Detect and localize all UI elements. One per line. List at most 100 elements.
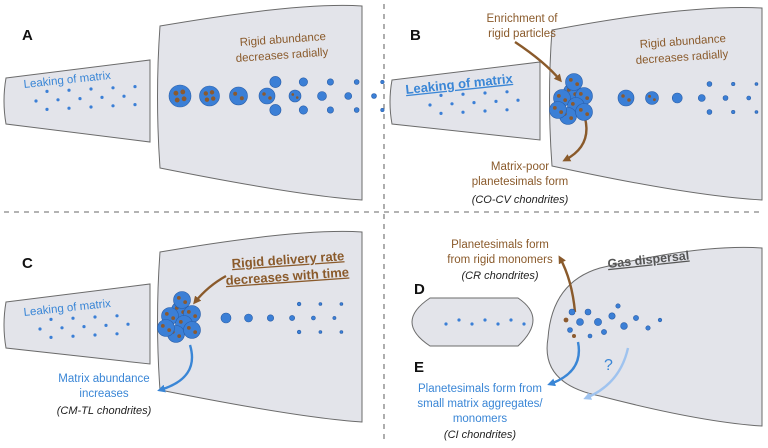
matrix-label-line1: Matrix abundance bbox=[58, 373, 149, 385]
rigid-grain bbox=[569, 116, 574, 121]
leak-dots-a bbox=[34, 85, 137, 111]
plan-e-arrow bbox=[547, 341, 581, 387]
matrix-dot bbox=[522, 322, 526, 326]
matrix-dot bbox=[49, 317, 53, 321]
rigid-grain bbox=[572, 334, 576, 338]
rigid-particle bbox=[173, 291, 191, 309]
rigid-particle bbox=[318, 302, 323, 306]
poor-label-line1: Matrix-poor bbox=[491, 161, 549, 173]
outer-disk-shape-d bbox=[546, 246, 763, 427]
panel-c: C Leaking of matrix Rigid delivery rate … bbox=[3, 230, 363, 423]
rigid-grain bbox=[209, 90, 215, 95]
matrix-dot bbox=[494, 99, 498, 103]
rigid-particle bbox=[326, 78, 334, 86]
panel-letter-c: C bbox=[22, 255, 33, 272]
rigid-grain bbox=[160, 323, 165, 328]
rigid-particle bbox=[633, 315, 639, 321]
rigid-particle bbox=[549, 101, 567, 119]
leak-dots-c bbox=[38, 314, 130, 339]
matrix-dot bbox=[483, 318, 487, 322]
rigid-grain bbox=[164, 311, 169, 316]
rigid-grain bbox=[556, 93, 561, 98]
matrix-dot bbox=[60, 326, 64, 330]
rigid-particle bbox=[258, 87, 276, 105]
plan-e-line4: (CI chondrites) bbox=[444, 429, 516, 441]
rigid-particles-c bbox=[157, 291, 344, 343]
matrix-dot bbox=[111, 104, 115, 108]
rigid-grain bbox=[652, 98, 656, 102]
rigid-particle bbox=[289, 315, 295, 321]
rigid-grain bbox=[563, 317, 569, 323]
panel-letter-b: B bbox=[410, 27, 421, 44]
rigid-grain bbox=[648, 94, 652, 98]
inner-disk-shape-c bbox=[3, 283, 151, 365]
rigid-grain bbox=[176, 295, 181, 300]
rigid-grain bbox=[291, 93, 295, 96]
matrix-dot bbox=[439, 93, 443, 97]
plan-e-line2: small matrix aggregates/ bbox=[417, 398, 543, 410]
rigid-particle bbox=[380, 107, 385, 113]
matrix-dot bbox=[111, 86, 115, 90]
rigid-grain bbox=[262, 92, 266, 96]
matrix-label-line3: (CM-TL chondrites) bbox=[57, 405, 152, 417]
enrich-label-line2: rigid particles bbox=[488, 28, 556, 40]
rigid-particle bbox=[244, 313, 253, 323]
rigid-particle bbox=[576, 318, 584, 326]
rigid-particle bbox=[567, 327, 573, 333]
matrix-dot bbox=[472, 101, 476, 105]
rigid-particle bbox=[339, 302, 344, 306]
rigid-grain bbox=[563, 98, 568, 103]
matrix-dot bbox=[461, 92, 465, 96]
rigid-particle bbox=[371, 93, 377, 99]
rigid-grain bbox=[559, 110, 564, 115]
rigid-particle bbox=[706, 81, 713, 87]
rigid-particle bbox=[288, 89, 302, 103]
rigid-grain bbox=[578, 91, 583, 96]
matrix-dot bbox=[483, 91, 487, 95]
matrix-dot bbox=[516, 98, 520, 102]
rigid-grain bbox=[568, 77, 573, 82]
rigid-grain bbox=[193, 314, 198, 319]
leak-dots-d bbox=[444, 318, 526, 326]
rigid-particle bbox=[266, 314, 274, 322]
rigid-particle bbox=[296, 329, 302, 335]
inner-disk-shape-d bbox=[411, 297, 534, 347]
rigid-particle bbox=[229, 86, 248, 106]
rigid-grain bbox=[621, 94, 625, 98]
matrix-dot bbox=[67, 88, 71, 92]
matrix-dot bbox=[71, 334, 75, 338]
rigid-particle bbox=[199, 85, 220, 107]
rigid-grain bbox=[193, 330, 198, 335]
rigid-particle bbox=[296, 301, 302, 307]
rigid-particle bbox=[311, 315, 316, 321]
plan-d-line1: Planetesimals form bbox=[451, 239, 549, 251]
rigid-grain bbox=[295, 96, 299, 99]
matrix-dot bbox=[133, 85, 137, 89]
panel-b: B Enrichment of rigid particles Rigid ab… bbox=[389, 6, 763, 206]
rigid-particle bbox=[731, 109, 736, 115]
rigid-grain bbox=[171, 316, 176, 321]
rigid-grain bbox=[578, 107, 583, 112]
matrix-dot bbox=[56, 98, 60, 102]
rigid-particle bbox=[657, 317, 663, 323]
rigid-particle bbox=[269, 104, 282, 116]
rigid-particles-b bbox=[549, 73, 759, 125]
panel-letter-d: D bbox=[414, 281, 425, 298]
rigid-particle bbox=[298, 77, 308, 87]
rigid-particle bbox=[339, 330, 344, 334]
matrix-dot bbox=[428, 103, 432, 107]
rigid-particle bbox=[298, 105, 308, 115]
rigid-particle bbox=[594, 318, 602, 326]
matrix-dot bbox=[505, 108, 509, 112]
matrix-dot bbox=[89, 105, 93, 109]
rigid-particle bbox=[706, 109, 713, 115]
rigid-particle bbox=[317, 91, 327, 101]
rigid-particle bbox=[601, 329, 607, 335]
enrich-label-line1: Enrichment of bbox=[487, 13, 559, 25]
rigid-particle bbox=[183, 321, 201, 339]
matrix-dot bbox=[82, 325, 86, 329]
rigid-grain bbox=[575, 82, 580, 87]
matrix-dot bbox=[461, 110, 465, 114]
matrix-dot bbox=[483, 109, 487, 113]
plan-d-line3: (CR chondrites) bbox=[461, 270, 538, 282]
